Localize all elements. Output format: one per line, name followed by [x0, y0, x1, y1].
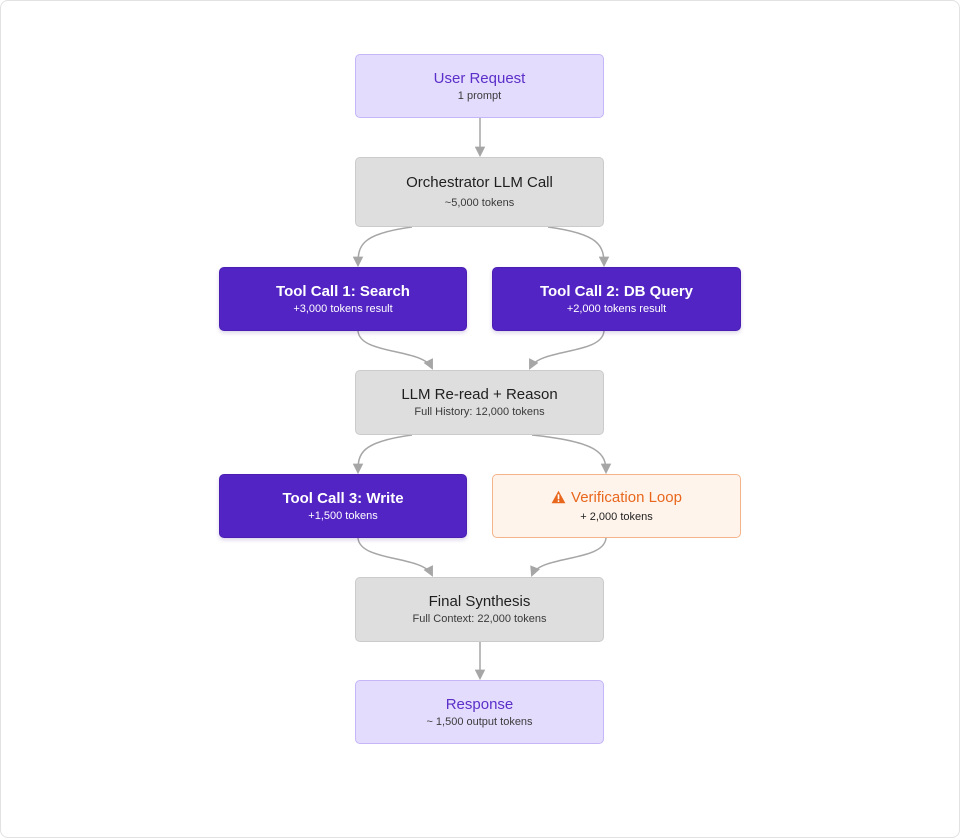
node-subtitle: ~ 1,500 output tokens: [426, 715, 533, 728]
edge-orchestrator-to-tool2: [547, 226, 610, 268]
edge-tool2-to-reread: [529, 330, 605, 370]
node-orchestrator: Orchestrator LLM Call ~5,000 tokens: [355, 157, 604, 227]
node-title: Tool Call 3: Write: [282, 489, 404, 507]
node-subtitle: 1 prompt: [457, 89, 502, 102]
node-tool-call-3: Tool Call 3: Write +1,500 tokens: [219, 474, 467, 538]
node-reread: LLM Re-read + Reason Full History: 12,00…: [355, 370, 604, 435]
node-title: LLM Re-read + Reason: [401, 386, 558, 403]
edge-tool1-to-reread: [357, 330, 433, 370]
edge-verify-to-final: [530, 537, 607, 577]
warning-icon: [551, 490, 566, 504]
node-final-synthesis: Final Synthesis Full Context: 22,000 tok…: [355, 577, 604, 642]
node-title: Response: [445, 695, 514, 713]
node-title: Tool Call 2: DB Query: [539, 282, 694, 300]
node-user-request: User Request 1 prompt: [355, 54, 604, 118]
edge-reread-to-verify: [531, 434, 612, 475]
node-verification-loop: Verification Loop + 2,000 tokens: [492, 474, 741, 538]
node-subtitle: + 2,000 tokens: [580, 510, 653, 523]
edge-orchestrator-to-tool1: [352, 226, 413, 268]
node-tool-call-2: Tool Call 2: DB Query +2,000 tokens resu…: [492, 267, 741, 331]
node-title: Final Synthesis: [428, 593, 531, 610]
node-subtitle: +1,500 tokens: [308, 509, 378, 522]
node-title: Verification Loop: [571, 488, 682, 506]
edge-tool3-to-final: [357, 537, 433, 577]
node-subtitle: +3,000 tokens result: [293, 302, 393, 315]
node-title: Tool Call 1: Search: [276, 282, 410, 300]
edge-reread-to-tool3: [352, 434, 413, 475]
node-subtitle: Full Context: 22,000 tokens: [412, 613, 547, 625]
node-tool-call-1: Tool Call 1: Search +3,000 tokens result: [219, 267, 467, 331]
node-title-row: Verification Loop: [551, 488, 682, 507]
node-title: User Request: [433, 69, 526, 87]
node-subtitle: Full History: 12,000 tokens: [414, 406, 545, 418]
node-subtitle: +2,000 tokens result: [566, 302, 667, 315]
node-title: Orchestrator LLM Call: [406, 174, 553, 191]
node-subtitle: ~5,000 tokens: [444, 197, 515, 209]
node-response: Response ~ 1,500 output tokens: [355, 680, 604, 744]
